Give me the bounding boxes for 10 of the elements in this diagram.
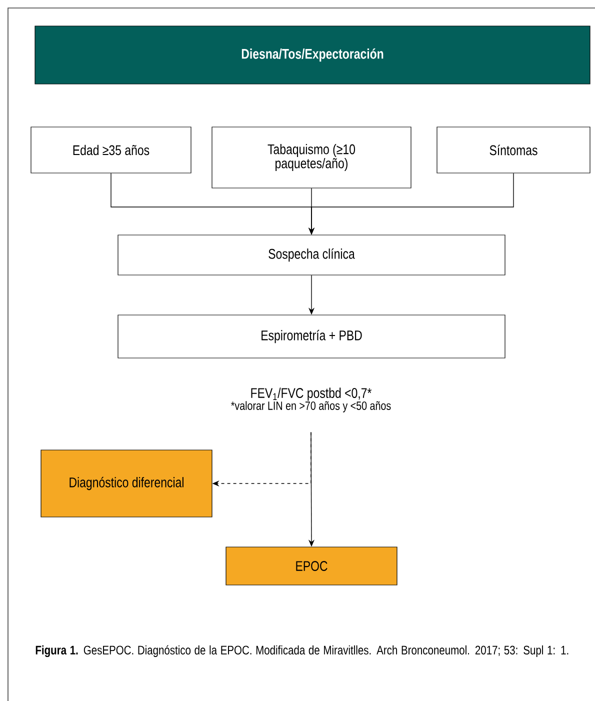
- heading-band: Diesna/Tos/Expectoración: [34, 26, 590, 84]
- process-box: Tabaquismo (≥10 paquetes/año): [212, 126, 412, 188]
- result-box: Diagnóstico diferencial: [40, 450, 212, 518]
- process-box: Sospecha clínica: [118, 234, 506, 276]
- process-box: Edad ≥35 años: [30, 126, 192, 174]
- result-box: EPOC: [226, 546, 398, 586]
- process-box: Espirometría + PBD: [118, 314, 506, 358]
- criterion-text: FEV$_{1}$/FVC postbd <0,7* *valorar LIN en >70 años y <50 años: [231, 388, 391, 412]
- figure-caption: Figura 1. GesEPOC. Diagnóstico de la EPOC. Modificada de Miravitlles. Arch Bronconeumol. 2017; 53: Supl 1: 1.: [36, 645, 568, 658]
- process-box: Síntomas: [436, 126, 590, 174]
